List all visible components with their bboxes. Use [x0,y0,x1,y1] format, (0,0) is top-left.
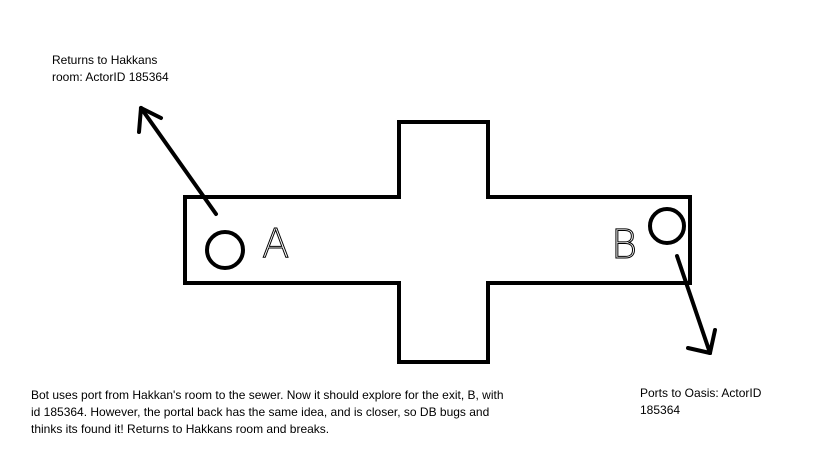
description-text: Bot uses port from Hakkan's room to the … [31,388,504,436]
portal-a-note: Returns to Hakkans room: ActorID 185364 [52,53,169,84]
portal-b-circle [648,207,686,245]
sewer-room-outline [183,120,692,364]
portal-b-note: Ports to Oasis: ActorID 185364 [640,386,762,417]
portal-b-label: B [611,222,637,268]
portal-a-label: A [262,221,289,267]
arrow-a-to-note [137,106,218,216]
arrow-b-to-note [675,254,717,355]
portal-a-circle [205,230,245,270]
